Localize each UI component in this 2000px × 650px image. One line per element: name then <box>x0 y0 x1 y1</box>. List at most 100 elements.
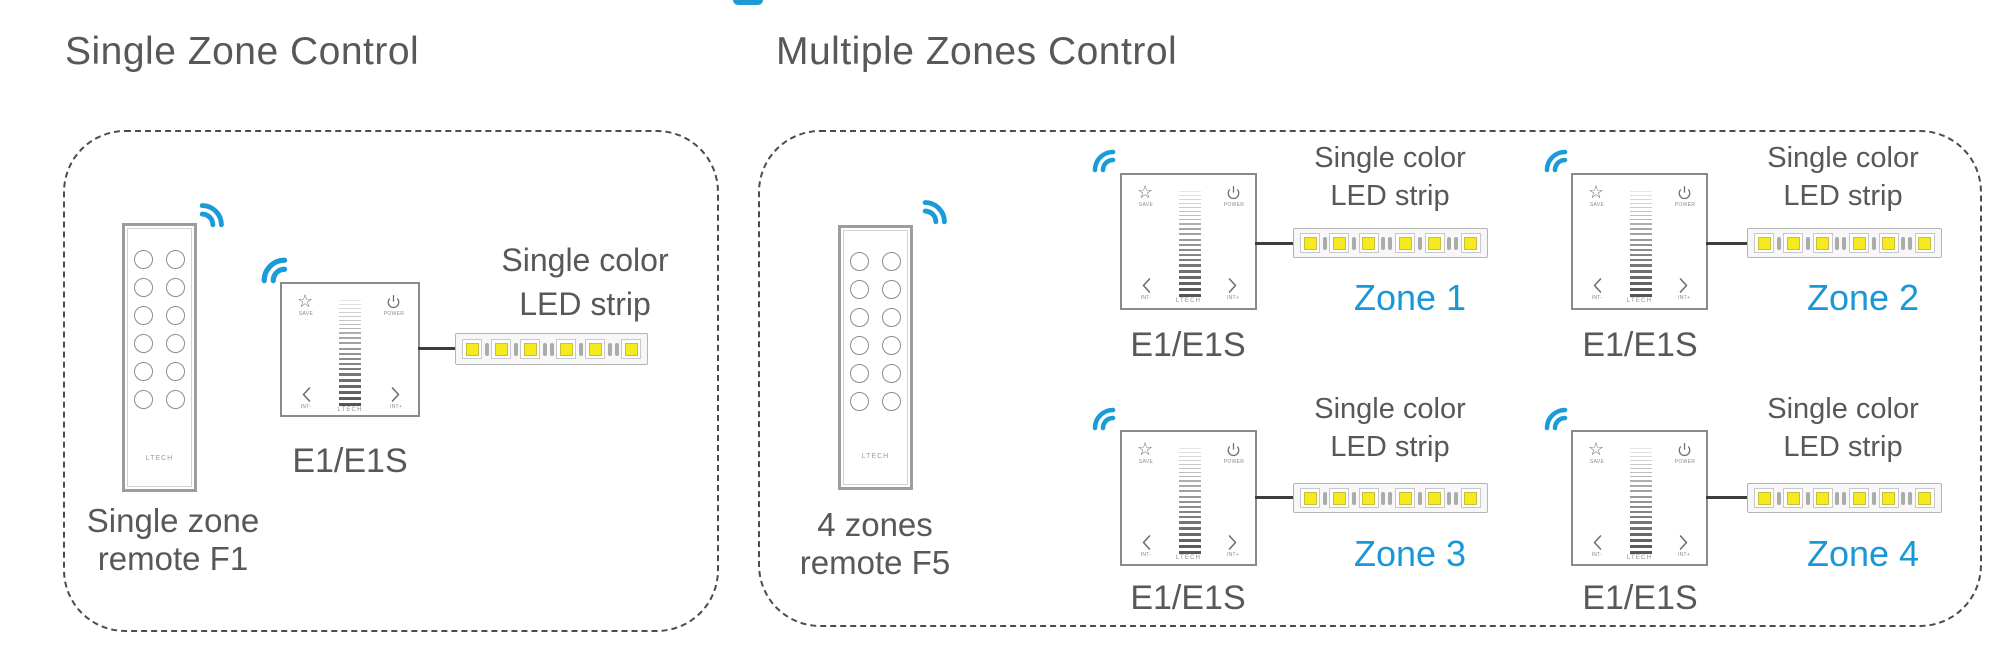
resistor-mark <box>1352 491 1357 505</box>
dimmer-slider <box>339 300 361 406</box>
led-chip-die <box>1918 236 1932 250</box>
power-caption: POWER <box>1674 202 1696 208</box>
resistor-mark <box>1901 236 1906 250</box>
remote-button <box>134 306 153 325</box>
strip-label: Single color LED strip <box>465 238 705 326</box>
dimmer-panel-zone3: ☆ SAVE POWER INT- INT+ LTECH <box>1120 430 1257 566</box>
strip-label-zone2: Single color LED strip <box>1723 139 1963 215</box>
remote-button <box>134 334 153 353</box>
resistor-mark <box>1388 491 1393 505</box>
multi-zone-boundary <box>758 130 1982 627</box>
led-chip-die <box>1303 491 1317 505</box>
dimmer-slider <box>1630 191 1652 297</box>
remote-button <box>134 278 153 297</box>
led-chip-die <box>1852 491 1866 505</box>
dimmer-slider <box>1179 448 1201 554</box>
dimmer-panel: ☆ SAVE POWER INT- INT+ LTECH <box>280 282 420 417</box>
resistor-mark <box>578 342 583 356</box>
remote-button <box>882 280 901 299</box>
resistor-mark <box>1388 236 1393 250</box>
left-caption: INT- <box>1591 552 1603 558</box>
remote-button <box>850 392 869 411</box>
resistor-mark-pair <box>1381 491 1393 505</box>
resistor-mark <box>614 342 619 356</box>
strip-label-line2: LED strip <box>1330 431 1450 463</box>
device-label: E1/E1S <box>292 442 408 480</box>
remote-button <box>850 252 869 271</box>
led-chip-die <box>494 342 508 356</box>
led-chip-die <box>1303 236 1317 250</box>
resistor-mark-pair <box>1901 236 1913 250</box>
strip-label-line1: Single color <box>1314 393 1466 425</box>
resistor-mark <box>1842 236 1847 250</box>
led-chip <box>520 339 540 359</box>
led-chip <box>1849 488 1870 508</box>
led-chip <box>1300 233 1320 253</box>
led-chip <box>1914 488 1935 508</box>
connection-wire <box>1255 496 1295 499</box>
wifi-signal-icon <box>261 257 288 284</box>
led-chip <box>1754 233 1774 253</box>
single-zone-boundary <box>63 130 719 632</box>
wifi-signal-icon <box>199 203 224 228</box>
resistor-mark <box>1417 491 1422 505</box>
resistor-mark <box>1806 236 1811 250</box>
led-chip <box>462 339 482 359</box>
led-chip <box>1300 488 1320 508</box>
zone4-label: Zone 4 <box>1806 533 1920 574</box>
resistor-mark <box>542 342 547 356</box>
strip-label-zone3: Single color LED strip <box>1270 390 1510 466</box>
zone1-label: Zone 1 <box>1353 277 1467 318</box>
resistor-mark <box>1908 236 1913 250</box>
strip-label-line2: LED strip <box>519 286 651 322</box>
right-caption: INT+ <box>1226 295 1240 301</box>
led-chip-die <box>1428 236 1441 250</box>
resistor-mark <box>513 342 518 356</box>
strip-label-line1: Single color <box>1767 393 1919 425</box>
remote-button <box>850 280 869 299</box>
resistor-mark <box>1447 491 1452 505</box>
remote-f5-label: 4 zones remote F5 <box>755 506 995 582</box>
led-chip-die <box>1398 236 1412 250</box>
chevron-right-icon <box>1679 535 1688 550</box>
chevron-left-icon <box>1142 535 1151 550</box>
multiple-zones-title: Multiple Zones Control <box>776 30 1178 73</box>
remote-button <box>134 390 153 409</box>
resistor-mark-pair <box>607 342 619 356</box>
led-strip-body <box>1294 229 1487 257</box>
resistor-mark <box>1322 491 1327 505</box>
right-caption: INT+ <box>389 404 403 410</box>
resistor-mark <box>1381 236 1386 250</box>
led-chip <box>1849 233 1870 253</box>
led-chip <box>1812 488 1833 508</box>
led-chip-die <box>523 342 537 356</box>
led-strip <box>455 333 648 365</box>
led-strip-body <box>1748 229 1941 257</box>
led-chip-die <box>465 342 479 356</box>
resistor-mark-pair <box>1381 236 1393 250</box>
top-accent-dot <box>733 0 763 5</box>
led-chip <box>1358 488 1379 508</box>
device-label-zone1: E1/E1S <box>1130 326 1246 364</box>
resistor-mark <box>1322 236 1327 250</box>
power-caption: POWER <box>1223 459 1245 465</box>
remote-button <box>850 308 869 327</box>
brand-logo: LTECH <box>1626 298 1653 304</box>
remote-button <box>850 336 869 355</box>
save-caption: SAVE <box>1589 459 1605 465</box>
brand-logo: LTECH <box>1626 555 1653 561</box>
chevron-right-icon <box>1228 535 1237 550</box>
resistor-mark <box>1381 491 1386 505</box>
resistor-mark <box>1352 236 1357 250</box>
left-caption: INT- <box>1140 552 1152 558</box>
remote-button <box>882 252 901 271</box>
led-chip-die <box>1428 491 1441 505</box>
led-chip-die <box>1882 491 1895 505</box>
led-chip-die <box>1918 491 1932 505</box>
connection-wire <box>1255 242 1295 245</box>
chevron-left-icon <box>1593 535 1602 550</box>
remote-f1-label-line1: Single zone <box>86 502 260 539</box>
brand-logo: LTECH <box>1175 555 1202 561</box>
save-caption: SAVE <box>298 311 314 317</box>
remote-button <box>134 250 153 269</box>
